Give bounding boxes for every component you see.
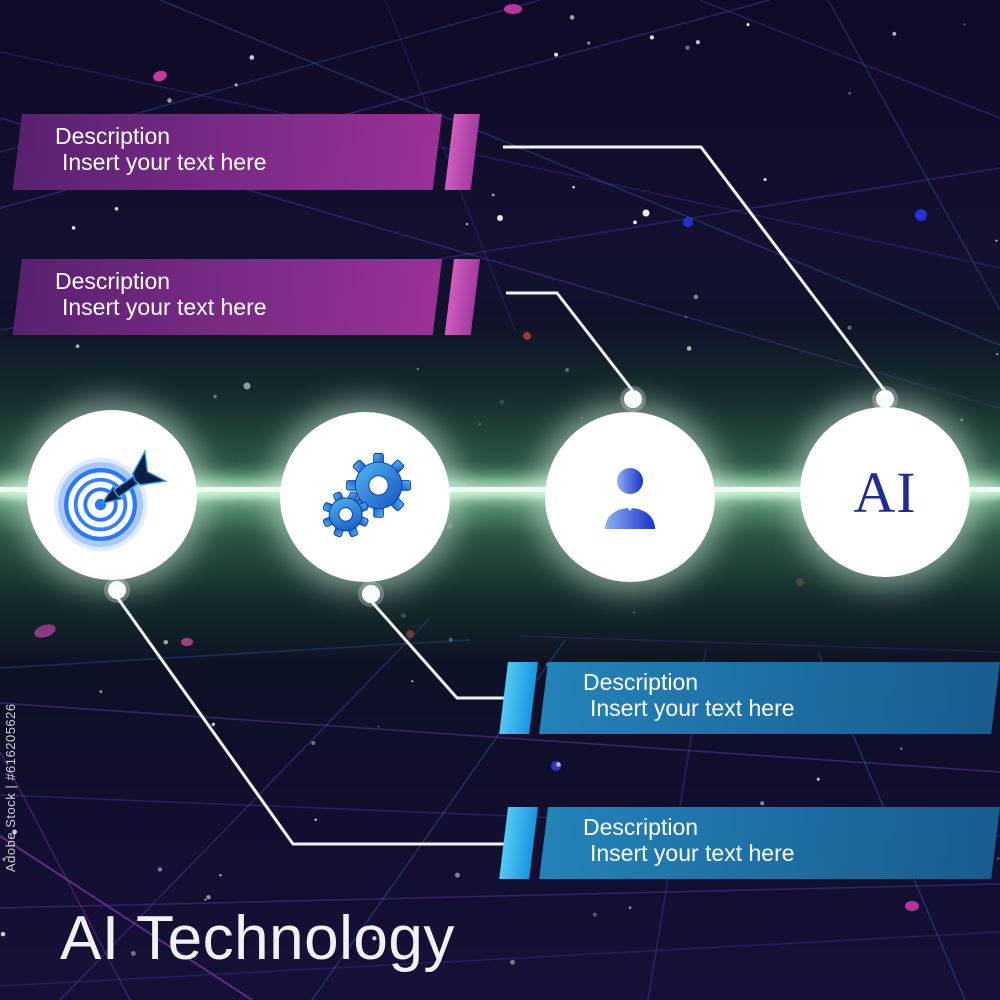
gears-icon [322, 453, 411, 538]
user-icon [605, 468, 655, 529]
banner-3-heading: Description [583, 669, 699, 695]
connector-dots [104, 386, 898, 607]
page-title: AI Technology [60, 904, 455, 973]
target-icon [53, 449, 168, 552]
banner-4-text: Insert your text here [590, 840, 795, 866]
step-circle-target [27, 410, 197, 580]
connector-3 [369, 600, 509, 700]
banner-1-text: Insert your text here [62, 149, 267, 175]
connector-2 [506, 291, 635, 392]
banner-2-stripe [444, 259, 480, 335]
banner-1-stripe [444, 114, 480, 190]
banner-4: Description Insert your text here [499, 807, 1000, 879]
banner-3-text: Insert your text here [590, 695, 795, 721]
watermark-text: Adobe Stock | #616205626 [3, 703, 18, 872]
connector-1 [503, 145, 887, 392]
dart-shape [100, 449, 168, 505]
banner-2-heading: Description [55, 268, 171, 294]
banner-1-heading: Description [55, 123, 171, 149]
banner-1: Description Insert your text here [12, 114, 502, 190]
banner-4-heading: Description [583, 814, 699, 840]
step-circle-gears [280, 412, 450, 582]
banner-2: Description Insert your text here [12, 259, 502, 335]
timeline-line [0, 487, 1000, 492]
ai-label: AI [853, 459, 917, 525]
banner-2-text: Insert your text here [62, 294, 267, 320]
step-circle-user [545, 412, 715, 582]
banner-3: Description Insert your text here [499, 662, 1000, 734]
step-circle-ai: AI [800, 407, 970, 577]
connector-4 [115, 596, 509, 846]
